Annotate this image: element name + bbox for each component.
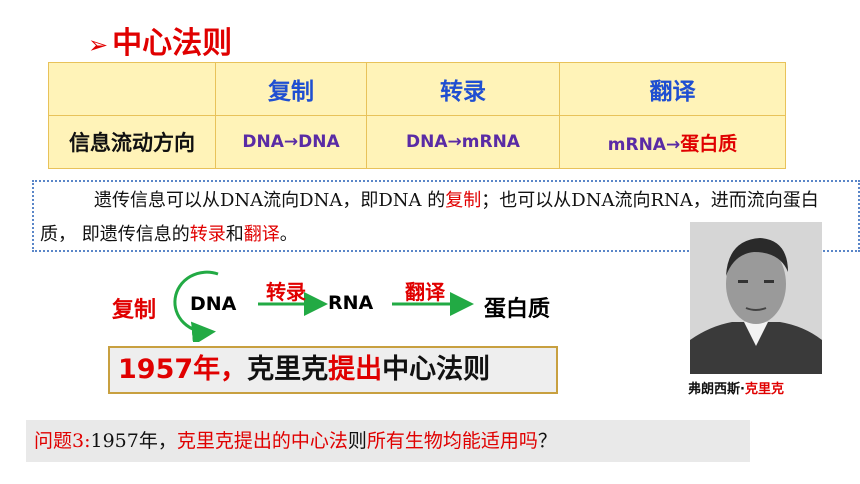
cell-text: DNA→DNA: [242, 132, 340, 152]
table-cell-replication: DNA→DNA: [215, 115, 367, 169]
central-dogma-diagram: 复制 DNA 转录 RNA 翻译 蛋白质: [100, 262, 580, 342]
bullet-arrow-icon: ➢: [88, 31, 109, 59]
central-dogma-table: 复制 转录 翻译 信息流动方向 DNA→DNA DNA→mRNA mRNA→蛋白…: [48, 62, 786, 169]
paragraph-highlight: 翻译: [243, 224, 280, 245]
table-cell-transcription: DNA→mRNA: [366, 115, 560, 169]
question-text: 1957年，: [90, 430, 177, 452]
diagram-rna-label: RNA: [328, 292, 374, 314]
cell-text-highlight: 蛋白质: [680, 132, 738, 155]
paragraph-highlight: 转录: [189, 224, 226, 245]
banner-text: 中心法则: [382, 354, 491, 385]
diagram-replication-label: 复制: [112, 298, 157, 323]
table-header-transcription: 转录: [366, 62, 560, 116]
caption-highlight: 克里克: [744, 382, 784, 397]
slide-title-text: 中心法则: [112, 26, 233, 61]
paragraph-text: ；也可以从DNA流向RNA，进而流向蛋白质， 即遗传信息的: [40, 190, 819, 245]
diagram-transcription-label: 转录: [266, 280, 306, 304]
question-text: 则: [347, 430, 367, 452]
question-label: 问题3:: [34, 430, 91, 452]
table-row: 信息流动方向 DNA→DNA DNA→mRNA mRNA→蛋白质: [48, 115, 786, 169]
paragraph-text: 和: [225, 224, 244, 245]
history-banner: 1957年，克里克提出中心法则: [108, 346, 558, 394]
caption-text: 弗朗西斯·: [688, 382, 745, 397]
paragraph-text: 遗传信息可以从DNA流向DNA，即DNA 的: [94, 190, 446, 211]
question-text: ？: [537, 430, 557, 452]
table-header-replication: 复制: [215, 62, 367, 116]
portrait-illustration: [690, 222, 822, 374]
cell-text: DNA→mRNA: [406, 132, 520, 152]
question-highlight: 所有生物均能适用吗: [366, 430, 538, 452]
table-header-empty: [48, 62, 216, 116]
table-header-translation: 翻译: [559, 62, 786, 116]
diagram-dna-label: DNA: [190, 293, 237, 315]
portrait-caption: 弗朗西斯·克里克: [688, 378, 838, 397]
banner-text: 克里克: [247, 354, 329, 385]
replication-loop-arrow: [173, 270, 219, 342]
slide-title: ➢中心法则: [88, 18, 232, 62]
table-row-label: 信息流动方向: [48, 115, 216, 169]
explanation-paragraph: 遗传信息可以从DNA流向DNA，即DNA 的复制；也可以从DNA流向RNA，进而…: [32, 180, 860, 252]
paragraph-text: 。: [279, 224, 298, 245]
cell-text: mRNA→: [607, 134, 681, 155]
question-box: 问题3:1957年，克里克提出的中心法则所有生物均能适用吗？: [26, 420, 750, 462]
question-highlight: 克里克提出的中心法: [176, 430, 348, 452]
diagram-protein-label: 蛋白质: [484, 297, 551, 322]
banner-year: 1957年，: [118, 354, 248, 385]
table-header-row: 复制 转录 翻译: [48, 62, 786, 116]
diagram-arrows: [173, 270, 474, 342]
paragraph-highlight: 复制: [445, 190, 482, 211]
banner-highlight: 提出: [328, 354, 383, 385]
table-cell-translation: mRNA→蛋白质: [559, 115, 786, 169]
crick-portrait-image: [690, 222, 822, 374]
diagram-translation-label: 翻译: [405, 280, 445, 304]
